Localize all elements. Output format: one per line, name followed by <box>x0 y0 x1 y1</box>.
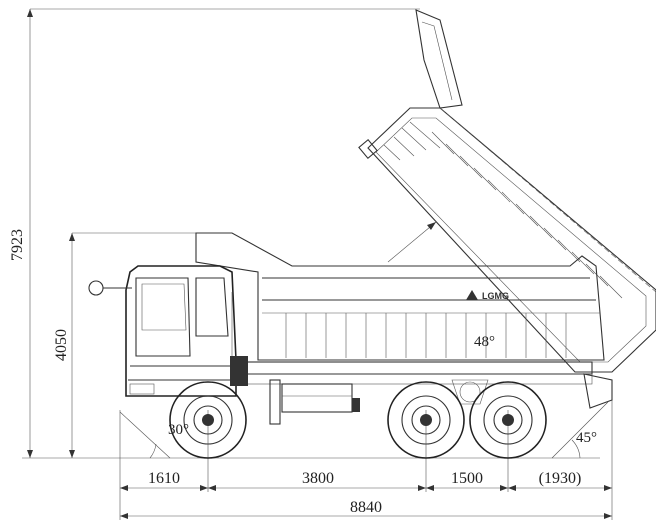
dim-overall-height-raised: 7923 <box>9 229 26 261</box>
dump-body-ribs <box>383 121 623 299</box>
middle-wheel <box>387 381 465 459</box>
truck-cab <box>88 265 237 397</box>
angle-lines <box>119 401 609 459</box>
dim-wheelbase-1: 3800 <box>302 470 334 487</box>
dimension-lines <box>22 8 613 520</box>
approach-angle-label: 30° <box>168 422 189 438</box>
front-wheel <box>169 381 247 459</box>
brand-logo-icon <box>466 290 478 300</box>
dim-cab-height: 4050 <box>53 329 70 361</box>
tipping-angle-label: 48° <box>474 334 495 350</box>
mirror-icon <box>88 280 104 296</box>
brand-logo-text: LGMG <box>482 291 509 301</box>
dim-front-overhang: 1610 <box>148 470 180 487</box>
dump-body <box>358 9 656 373</box>
rear-wheel <box>469 381 547 459</box>
truck-bed: LGMG <box>195 232 605 361</box>
chassis <box>230 356 613 425</box>
departure-angle-label: 45° <box>576 430 597 446</box>
dim-wheelbase-2: 1500 <box>451 470 483 487</box>
dim-rear-overhang: (1930) <box>539 470 582 487</box>
dim-overall-length: 8840 <box>350 499 382 516</box>
